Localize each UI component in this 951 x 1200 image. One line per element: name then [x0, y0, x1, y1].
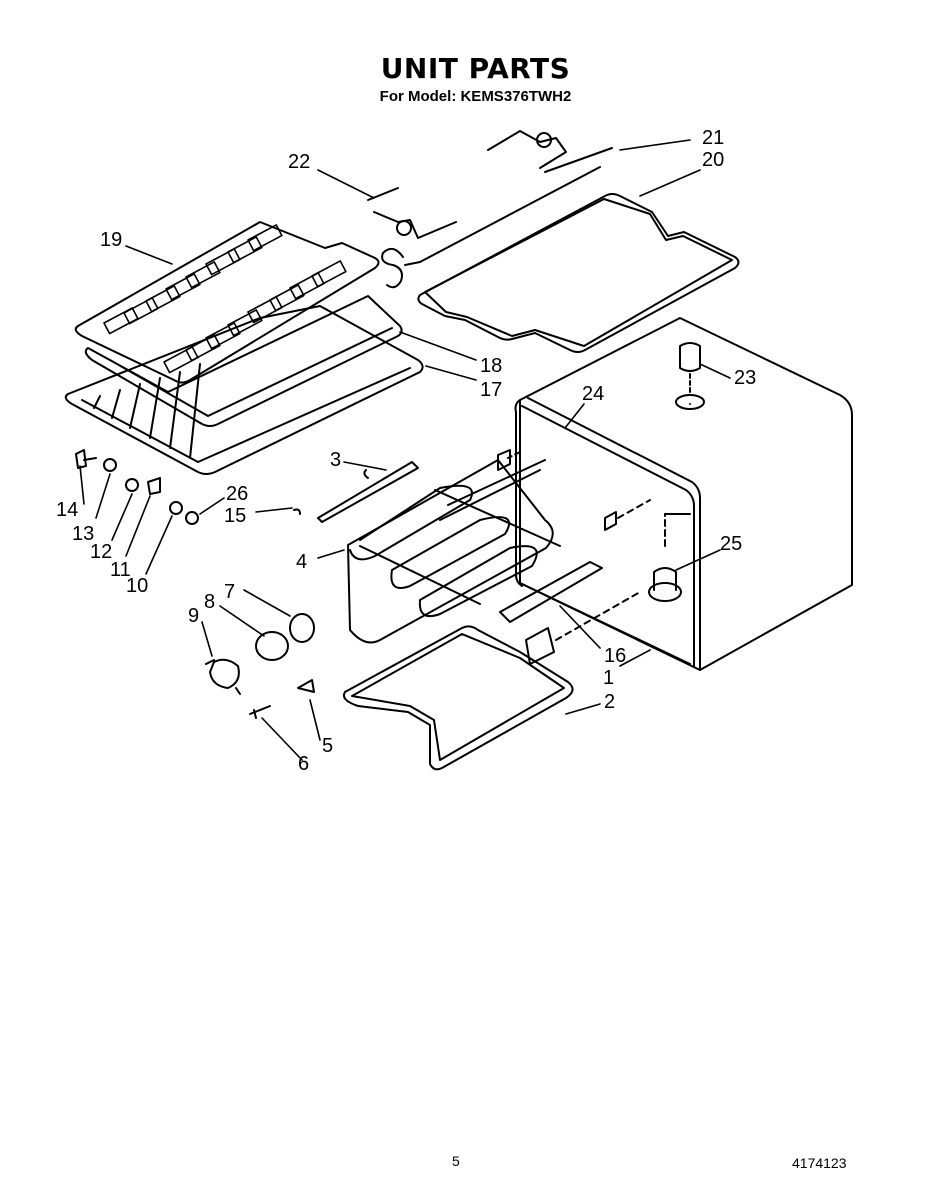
bracket-top-part [487, 130, 567, 169]
callout-labels: 1 2 3 4 5 6 7 8 9 10 11 12 13 14 15 16 1… [56, 127, 756, 775]
callout-24: 24 [582, 383, 604, 405]
washer-part-26 [185, 511, 199, 525]
callout-4: 4 [296, 551, 307, 573]
callout-8: 8 [204, 591, 215, 613]
callout-9: 9 [188, 605, 199, 627]
callout-14: 14 [56, 499, 78, 521]
callout-20: 20 [702, 149, 724, 171]
probe-part [317, 461, 419, 523]
callout-26: 26 [226, 483, 248, 505]
callout-19: 19 [100, 229, 122, 251]
bracket-part-5 [297, 679, 315, 693]
callout-17: 17 [480, 379, 502, 401]
bottom-cover-part [74, 221, 380, 384]
callout-21: 21 [702, 127, 724, 149]
callout-13: 13 [72, 523, 94, 545]
callout-3: 3 [330, 449, 341, 471]
rod-part [544, 147, 613, 173]
broil-element-part [347, 449, 651, 644]
clip-part-15 [293, 508, 301, 515]
callout-15: 15 [224, 505, 246, 527]
callout-23: 23 [734, 367, 756, 389]
hinge-clip-part [75, 449, 97, 469]
page-number: 5 [452, 1153, 460, 1169]
callout-2: 2 [604, 691, 615, 713]
page-title: UNIT PARTS [380, 52, 571, 85]
bulb-part-8 [255, 631, 289, 661]
bake-element-bottom-part [342, 625, 574, 771]
callout-6: 6 [298, 753, 309, 775]
callout-18: 18 [480, 355, 502, 377]
socket-part-9 [205, 658, 241, 695]
model-subtitle: For Model: KEMS376TWH2 [379, 88, 572, 105]
oven-cavity-part [514, 317, 853, 671]
light-lens-part [675, 342, 705, 410]
callout-25: 25 [720, 533, 742, 555]
clip-part-11 [147, 477, 161, 495]
bracket-knob-part [396, 220, 412, 236]
screw-part-6 [249, 705, 271, 719]
nut-part-13 [103, 458, 117, 472]
callout-10: 10 [126, 575, 148, 597]
callout-11: 11 [110, 559, 131, 581]
washer-part-12 [125, 478, 139, 492]
callout-16: 16 [604, 645, 626, 667]
gasket-part-7 [289, 613, 315, 643]
nut-part-10 [169, 501, 183, 515]
callout-5: 5 [322, 735, 333, 757]
bracket-screw-part [536, 132, 552, 148]
sensor-part [648, 513, 691, 602]
document-number: 4174123 [792, 1155, 847, 1171]
element-shield-part [499, 561, 603, 623]
callout-12: 12 [90, 541, 112, 563]
callout-7: 7 [224, 581, 235, 603]
bracket-part [367, 187, 457, 239]
callout-1: 1 [603, 667, 614, 689]
callout-22: 22 [288, 151, 310, 173]
element-terminal-part [525, 627, 555, 665]
bake-element-top-part [381, 166, 740, 353]
probe-clip-part [363, 469, 369, 479]
broil-pan-part [84, 295, 403, 427]
oven-rack-part [64, 305, 424, 475]
